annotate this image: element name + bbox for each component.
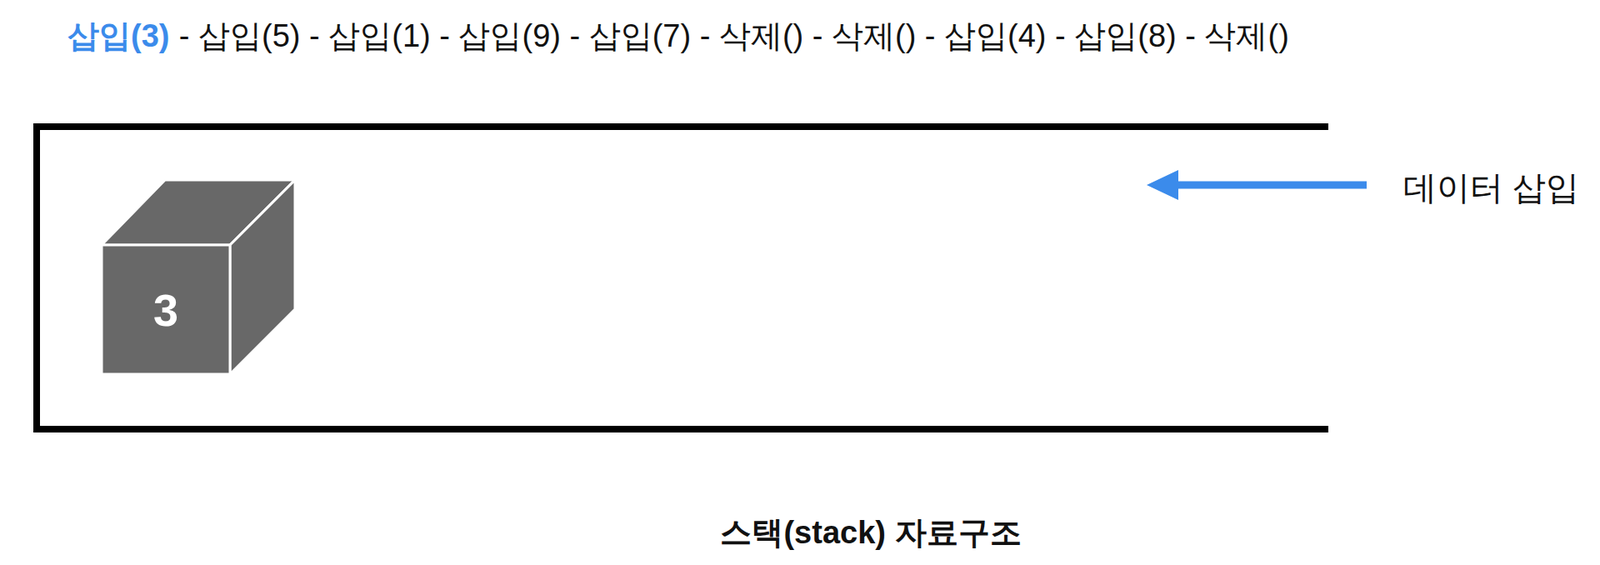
caption: 스택(stack) 자료구조 (720, 511, 1021, 555)
cube-value: 3 (153, 284, 179, 336)
cube-face (230, 180, 295, 375)
insert-arrow-head (1146, 170, 1179, 200)
stack-container (36, 126, 1329, 430)
operation-sequence: 삽입(3)- 삽입(5) - 삽입(1) - 삽입(9) - 삽입(7) - 삭… (67, 15, 1290, 58)
insert-label: 데이터 삽입 (1403, 165, 1580, 211)
insert-arrow-shaft (1170, 181, 1367, 190)
data-cube: 3 (100, 178, 297, 376)
cube-face (101, 245, 230, 375)
first-operation: 삽입(3) (67, 15, 170, 58)
cube-shape (100, 178, 297, 376)
cube-front: 3 (101, 245, 230, 375)
operation-list: - 삽입(5) - 삽입(1) - 삽입(9) - 삽입(7) - 삭제() -… (179, 15, 1290, 58)
